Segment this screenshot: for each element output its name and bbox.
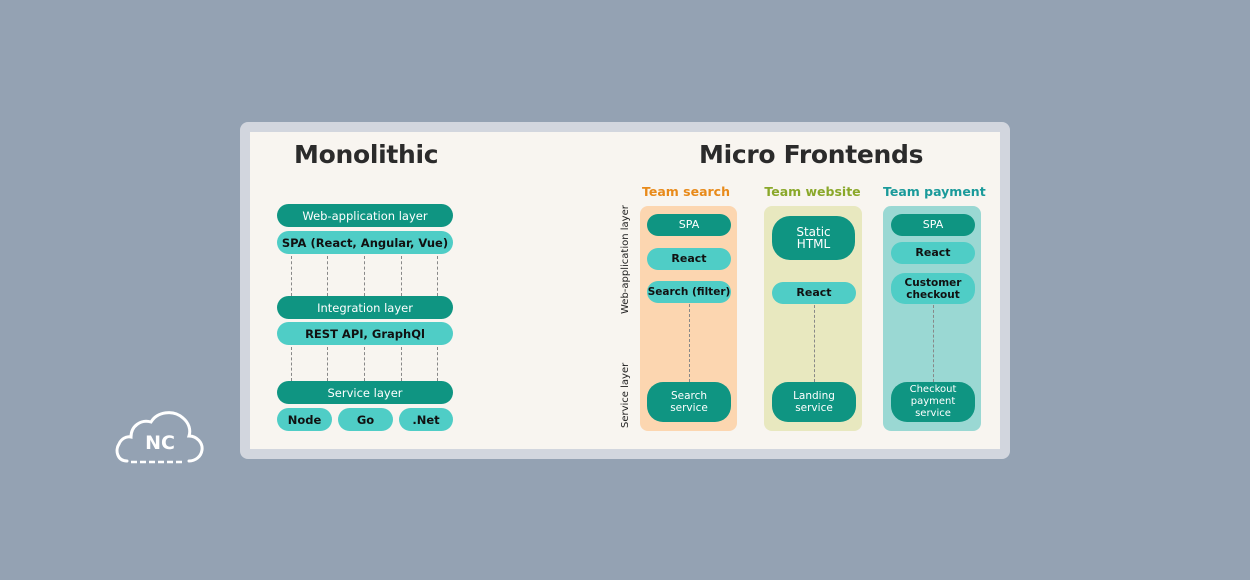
website-landing-service: Landing service <box>772 382 856 422</box>
mono-web-layer: Web-application layer <box>277 204 453 227</box>
payment-react: React <box>891 242 975 264</box>
micro-title: Micro Frontends <box>699 140 924 169</box>
connector-line <box>364 256 365 296</box>
search-react: React <box>647 248 731 270</box>
connector-line <box>437 347 438 381</box>
team-website-label: Team website <box>764 184 861 199</box>
connector-line <box>291 347 292 381</box>
search-service: Search service <box>647 382 731 422</box>
monolithic-title: Monolithic <box>294 140 439 169</box>
axis-label-service: Service layer <box>620 362 631 428</box>
connector-line <box>327 256 328 296</box>
mono-service-net: .Net <box>399 408 453 431</box>
connector-line <box>689 304 690 382</box>
website-react: React <box>772 282 856 304</box>
connector-line <box>814 305 815 382</box>
connector-line <box>437 256 438 296</box>
mono-spa: SPA (React, Angular, Vue) <box>277 231 453 254</box>
search-spa: SPA <box>647 214 731 236</box>
mono-api: REST API, GraphQl <box>277 322 453 345</box>
cloud-icon <box>115 411 204 464</box>
website-static-html: Static HTML <box>772 216 855 260</box>
connector-line <box>401 256 402 296</box>
payment-spa: SPA <box>891 214 975 236</box>
team-search-label: Team search <box>642 184 730 199</box>
nc-logo: NC <box>113 406 205 466</box>
search-filter: Search (filter) <box>647 281 731 303</box>
mono-service-go: Go <box>338 408 393 431</box>
payment-checkout-service: Checkout payment service <box>891 382 975 422</box>
mono-service-layer: Service layer <box>277 381 453 404</box>
payment-customer-checkout: Customer checkout <box>891 273 975 304</box>
mono-integration-layer: Integration layer <box>277 296 453 319</box>
connector-line <box>327 347 328 381</box>
connector-line <box>364 347 365 381</box>
axis-label-web: Web-application layer <box>620 205 631 314</box>
connector-line <box>933 305 934 382</box>
mono-service-node: Node <box>277 408 332 431</box>
nc-logo-text: NC <box>145 432 175 454</box>
team-payment-label: Team payment <box>883 184 986 199</box>
connector-line <box>291 256 292 296</box>
connector-line <box>401 347 402 381</box>
